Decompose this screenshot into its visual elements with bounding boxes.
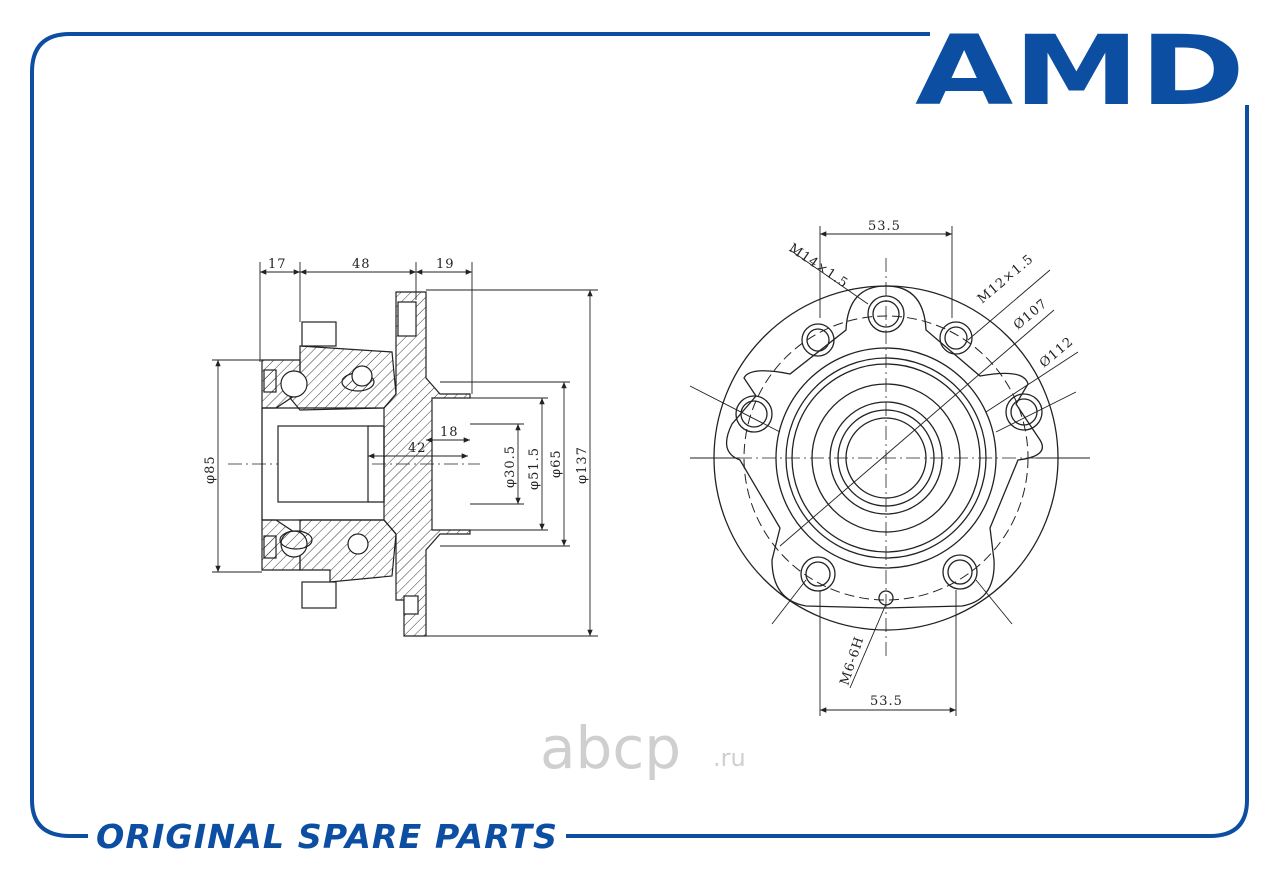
ring-4 xyxy=(811,383,961,533)
ring-7 xyxy=(845,417,927,499)
bolt-hole-upper-right xyxy=(939,321,973,355)
amd-logo: AMD xyxy=(915,15,1245,127)
dim-17: 17 xyxy=(268,257,287,272)
border-frame xyxy=(30,32,1249,838)
watermark-suffix: .ru xyxy=(713,744,746,772)
ring-6 xyxy=(837,409,935,507)
watermark-main: abcp xyxy=(540,714,681,782)
dim-19: 19 xyxy=(436,257,455,272)
mount-lug-bottom xyxy=(301,581,337,609)
ball-upper-right xyxy=(351,365,373,387)
dim-phi30-5: φ30.5 xyxy=(503,445,518,488)
dim-phi51-5: φ51.5 xyxy=(527,447,542,490)
leader-m14 xyxy=(789,249,869,305)
label-phi107: Ø107 xyxy=(1011,296,1051,333)
front-view: 53.5 53.5 M14×1.5 M12×1.5 Ø107 Ø112 M6-6… xyxy=(689,219,1090,716)
bolt-hole-left xyxy=(735,395,773,433)
stud-lower xyxy=(403,595,419,615)
dim-phi85: φ85 xyxy=(203,455,218,484)
hub-star-outline xyxy=(725,285,1044,609)
inner-bore xyxy=(277,425,369,503)
watermark: abcp .ru xyxy=(540,714,746,782)
leader-m6 xyxy=(849,603,887,689)
logo-text: AMD xyxy=(915,15,1245,127)
seal-lower xyxy=(263,535,277,559)
leader-phi112 xyxy=(985,351,1079,413)
ring-2 xyxy=(785,357,987,559)
dim-53-5-bottom: 53.5 xyxy=(870,694,903,709)
dim-42: 42 xyxy=(408,441,427,456)
dim-phi137: φ137 xyxy=(575,446,590,484)
bolt-hole-lower-right xyxy=(942,554,978,590)
label-m6: M6-6H xyxy=(838,634,868,687)
bolt-hole-upper-left xyxy=(801,323,835,357)
ring-5 xyxy=(829,401,943,515)
dim-phi65: φ65 xyxy=(549,449,564,478)
label-m12: M12×1.5 xyxy=(975,252,1037,307)
leader-phi107 xyxy=(779,309,1055,547)
dim-53-5-top: 53.5 xyxy=(868,219,901,234)
dim-48: 48 xyxy=(352,257,371,272)
ball-lower-right xyxy=(347,533,369,555)
ring-1 xyxy=(775,347,997,569)
leader-m12 xyxy=(967,269,1051,341)
bolt-hole-top xyxy=(867,295,905,333)
tagline: ORIGINAL SPARE PARTS xyxy=(96,817,558,856)
label-m14: M14×1.5 xyxy=(786,241,851,292)
mount-lug-top xyxy=(301,321,337,347)
hub-body-lower xyxy=(299,519,397,583)
seal-upper xyxy=(263,369,277,393)
dim-18: 18 xyxy=(440,425,459,440)
side-section-view: 17 48 19 42 18 φ85 φ30.5 φ51.5 φ65 φ137 xyxy=(203,257,598,637)
ring-3 xyxy=(791,363,981,553)
stud-upper xyxy=(397,301,417,337)
cage-lower xyxy=(279,530,313,550)
bolt-hole-lower-left xyxy=(800,556,836,592)
ball-upper-left xyxy=(280,370,308,398)
